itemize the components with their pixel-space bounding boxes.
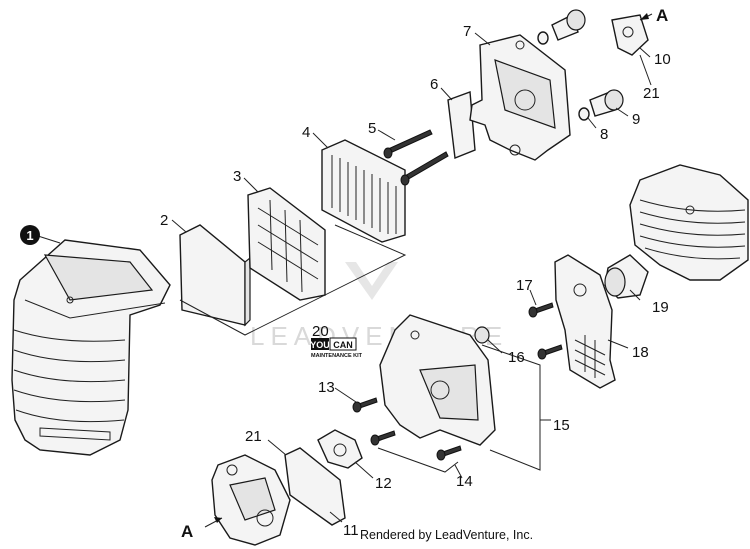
gasket-part-11[interactable] bbox=[284, 447, 346, 526]
callout-7[interactable]: 7 bbox=[463, 23, 471, 40]
filter-base-part-7[interactable] bbox=[469, 34, 571, 161]
washer-part-16[interactable] bbox=[474, 326, 490, 344]
plug-upper bbox=[551, 9, 586, 41]
callout-2[interactable]: 2 bbox=[160, 212, 168, 229]
callout-14[interactable]: 14 bbox=[456, 473, 473, 490]
washer-upper bbox=[537, 31, 549, 45]
screws-part-14[interactable] bbox=[370, 430, 462, 461]
callout-4[interactable]: 4 bbox=[302, 124, 310, 141]
cylinder bbox=[629, 164, 749, 281]
callout-11[interactable]: 11 bbox=[343, 522, 359, 539]
maintenance-kit-logo: YOU CAN MAINTENANCE KIT bbox=[310, 337, 363, 359]
callout-8[interactable]: 8 bbox=[600, 126, 608, 143]
filter-frame-part-3[interactable] bbox=[247, 187, 326, 301]
callout-9[interactable]: 9 bbox=[632, 111, 640, 128]
gasket-part-10[interactable] bbox=[611, 14, 649, 56]
pleated-filter-part-4[interactable] bbox=[321, 139, 406, 243]
callout-10[interactable]: 10 bbox=[654, 51, 671, 68]
kit-leader-lines bbox=[179, 224, 407, 336]
intake-boot-part-19[interactable] bbox=[604, 254, 649, 299]
leader-15 bbox=[481, 344, 541, 471]
kit-logo-subtitle: MAINTENANCE KIT bbox=[311, 353, 363, 359]
callout-6[interactable]: 6 bbox=[430, 76, 438, 93]
plug-part-9[interactable] bbox=[589, 89, 624, 117]
carburetor bbox=[211, 454, 291, 546]
gasket-part-6[interactable] bbox=[447, 91, 476, 159]
callout-20[interactable]: 20 bbox=[312, 323, 329, 340]
air-box-part-15[interactable] bbox=[379, 314, 496, 446]
air-cover-part-1[interactable] bbox=[11, 239, 171, 456]
callout-18[interactable]: 18 bbox=[632, 344, 649, 361]
reference-a-top: A bbox=[639, 6, 668, 25]
callout-5[interactable]: 5 bbox=[368, 120, 376, 137]
callout-16[interactable]: 16 bbox=[508, 349, 525, 366]
insulator-part-12[interactable] bbox=[317, 429, 363, 469]
callout-a-bottom: A bbox=[181, 522, 193, 541]
filter-foam-part-2[interactable] bbox=[179, 224, 251, 327]
callout-a-top: A bbox=[656, 6, 668, 25]
callout-12[interactable]: 12 bbox=[375, 475, 392, 492]
adapter-plate-part-18[interactable] bbox=[554, 254, 616, 389]
callout-21-top[interactable]: 21 bbox=[643, 85, 660, 102]
kit-logo-you: YOU bbox=[310, 340, 330, 350]
leader-14 bbox=[377, 447, 459, 473]
washer-part-8[interactable] bbox=[578, 107, 590, 121]
callout-3[interactable]: 3 bbox=[233, 168, 241, 185]
bolts-part-17[interactable] bbox=[528, 302, 563, 360]
callout-13[interactable]: 13 bbox=[318, 379, 335, 396]
callout-21-bottom[interactable]: 21 bbox=[245, 428, 262, 445]
callout-19[interactable]: 19 bbox=[652, 299, 669, 316]
callout-15[interactable]: 15 bbox=[553, 417, 570, 434]
kit-logo-can: CAN bbox=[333, 340, 353, 350]
leader-lines bbox=[37, 32, 652, 523]
footer-credit: Rendered by LeadVenture, Inc. bbox=[360, 528, 534, 542]
reference-a-bottom: A bbox=[181, 517, 223, 541]
callout-1[interactable]: 1 bbox=[20, 225, 40, 245]
callout-1-text: 1 bbox=[26, 228, 33, 243]
screw-part-13[interactable] bbox=[352, 397, 378, 413]
callout-17[interactable]: 17 bbox=[516, 277, 533, 294]
screws-part-5[interactable] bbox=[383, 129, 449, 186]
